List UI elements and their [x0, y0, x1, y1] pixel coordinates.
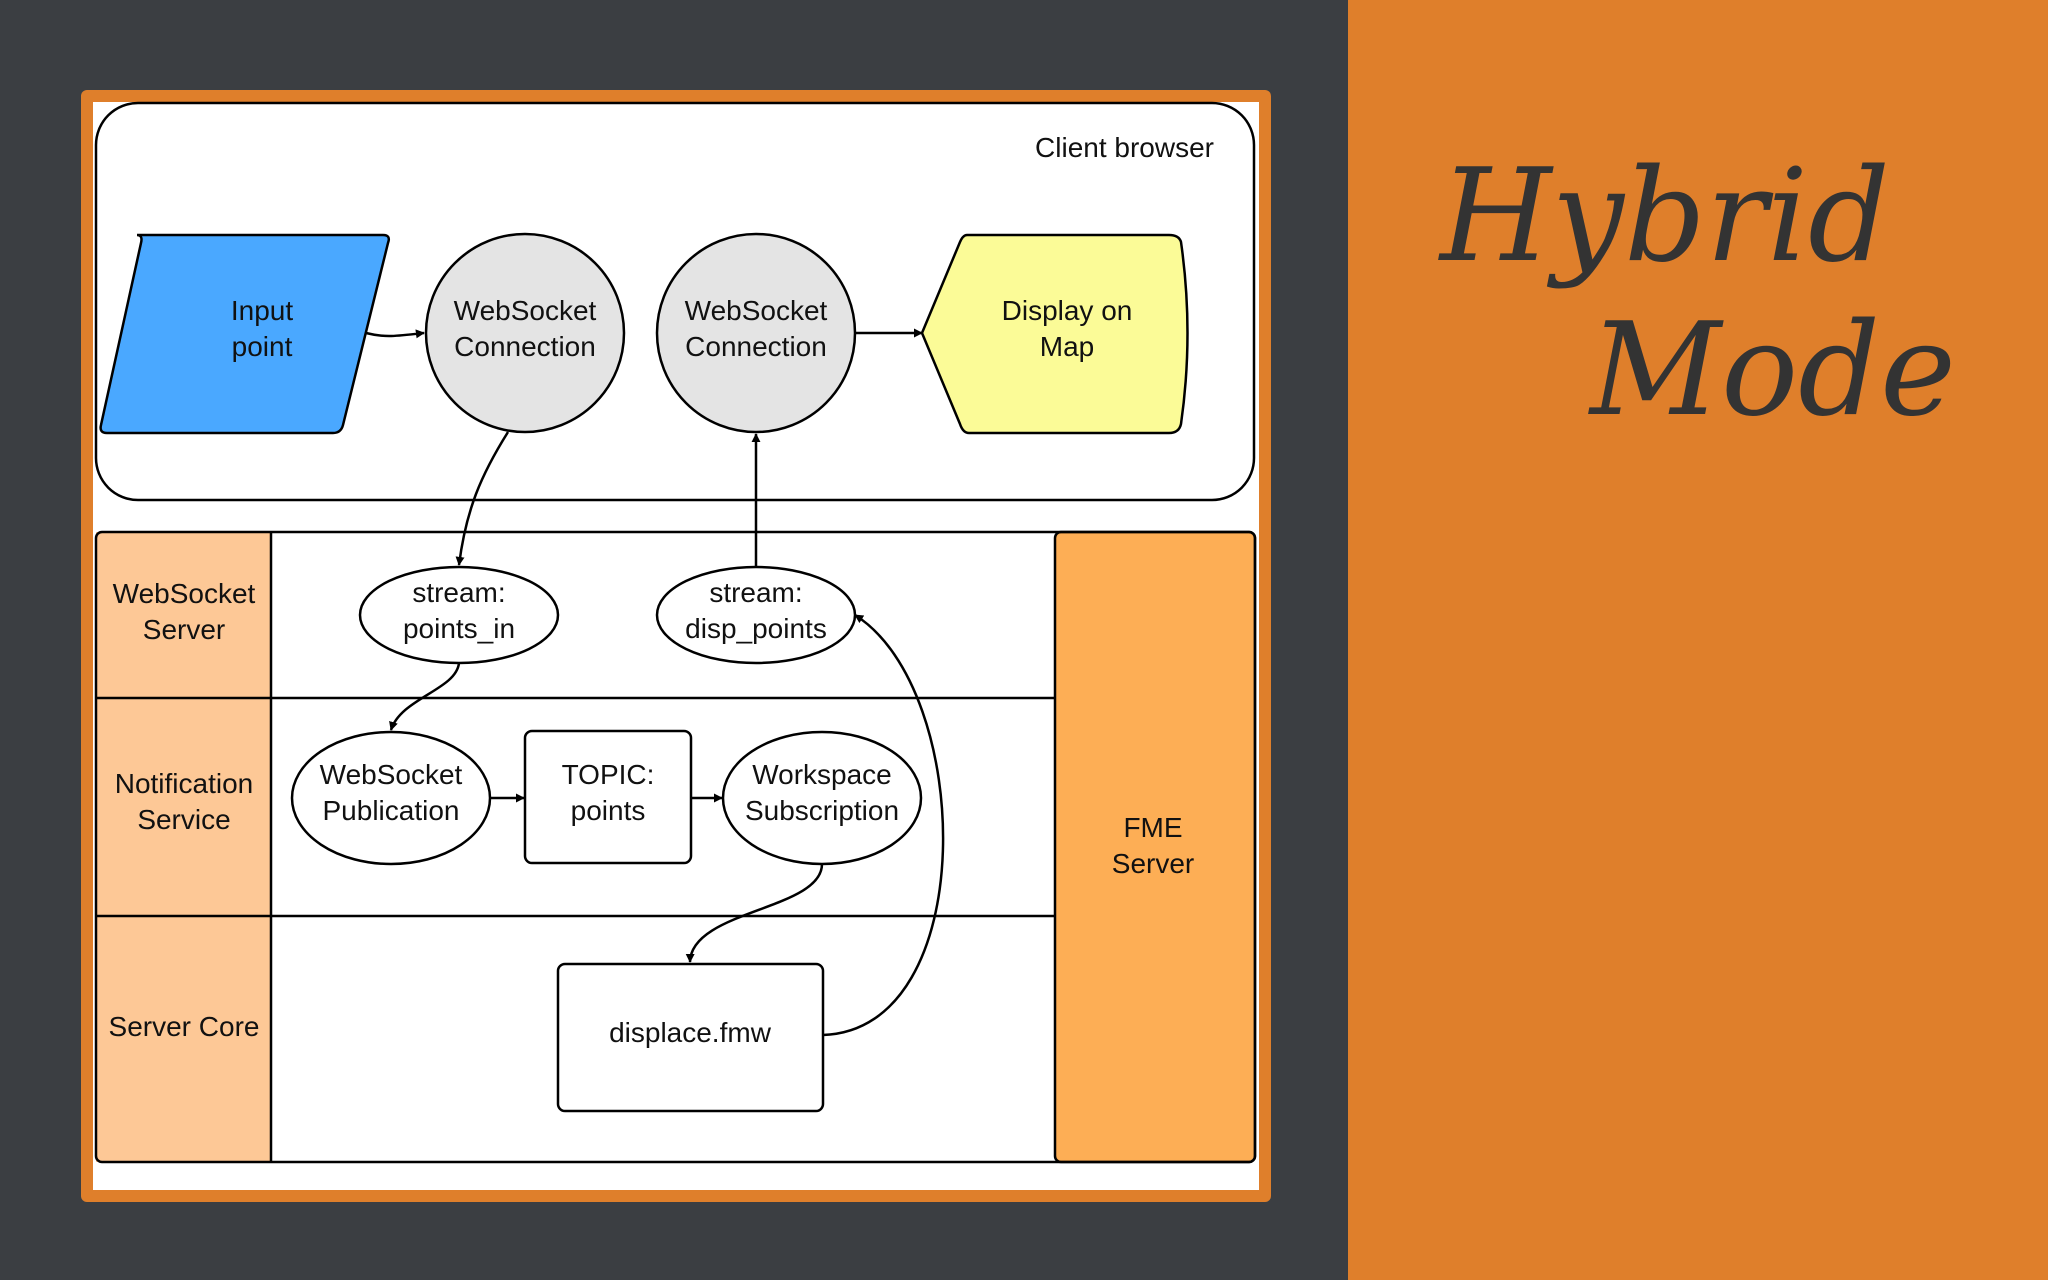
right-panel	[1348, 0, 2048, 1280]
arrow-displace-to-stream-disp	[822, 613, 945, 1037]
topic-points-label: TOPIC:points	[562, 759, 655, 826]
arrow-stream-in-to-publication	[389, 662, 461, 731]
fme-server-column	[1053, 530, 1257, 1164]
display-on-map-shape	[920, 233, 1189, 435]
lanes-frame	[94, 530, 1257, 1164]
websocket-connection-left	[424, 232, 626, 434]
arrow-ws-left-to-stream-in	[455, 431, 510, 566]
displace-fmw-label: displace.fmw	[609, 1017, 772, 1048]
arrow-input-to-ws-left	[365, 329, 425, 339]
arrow-subscription-to-displace	[685, 863, 824, 963]
slide-title-line1: Hybrid	[1440, 142, 1890, 291]
stream-points-in-label: stream:points_in	[403, 577, 515, 644]
displace-fmw	[556, 962, 825, 1113]
lane-headers-column	[96, 532, 271, 1162]
lane-label-server-core: Server Core	[109, 1011, 260, 1042]
slide-title: Hybrid Mode	[1440, 140, 2000, 447]
slide-title-line2: Mode	[1590, 295, 1956, 445]
client-browser-label: Client browser	[1035, 132, 1214, 163]
input-point-shape	[99, 233, 391, 435]
stream-disp-points-label: stream:disp_points	[685, 577, 827, 644]
